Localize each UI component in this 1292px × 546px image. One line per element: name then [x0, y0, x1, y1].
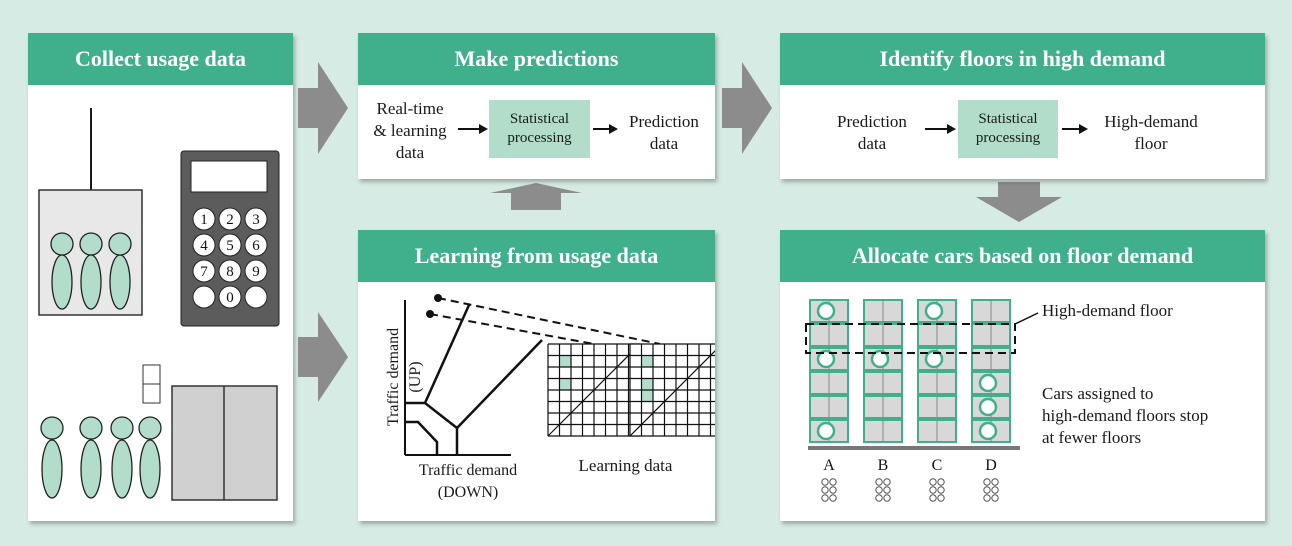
car-label: A	[823, 457, 835, 474]
passenger-group-car	[50, 232, 132, 310]
keypad-key-label: 4	[200, 238, 208, 254]
keypad-key: 7	[192, 259, 216, 283]
learning-grid-1	[547, 343, 641, 437]
arrow-learning-to-predict	[490, 183, 582, 210]
keypad-display	[190, 160, 268, 193]
predict-output-label: Prediction data	[629, 112, 699, 153]
learning-illustration	[404, 294, 715, 456]
car-stop-marker	[978, 373, 998, 393]
keypad-key	[192, 285, 216, 309]
identify-floors-title: Identify floors in high demand	[780, 33, 1265, 85]
keypad-key-label: 8	[226, 264, 234, 280]
arrow-collect-to-predict	[298, 62, 348, 154]
collect-usage-title: Collect usage data	[28, 33, 293, 85]
keypad-key-label: 3	[252, 212, 260, 228]
high-demand-highlight	[805, 323, 1016, 354]
keypad-key-label: 7	[200, 264, 208, 280]
car-label: D	[985, 457, 997, 474]
keypad-keys: 1 2 3 4 5 6 7 8 9 0	[192, 207, 268, 309]
car-stop-marker	[924, 301, 944, 321]
cars-assigned-note: Cars assigned to high-demand floors stop…	[1042, 384, 1209, 447]
elevator-shafts	[809, 299, 1011, 443]
identify-floors-panel: Identify floors in high demand Predictio…	[780, 33, 1265, 179]
car-stop-marker	[978, 397, 998, 417]
identify-processing-box: Statistical processing	[958, 100, 1058, 158]
identify-input-label: Prediction data	[837, 112, 907, 153]
keypad-key: 0	[218, 285, 242, 309]
high-demand-floor-label: High-demand floor	[1042, 301, 1173, 320]
allocate-cars-title: Allocate cars based on floor demand	[780, 230, 1265, 282]
learning-x-axis-label: Traffic demand (DOWN)	[418, 462, 518, 501]
car-stop-marker	[816, 421, 836, 441]
car-label: C	[932, 457, 943, 474]
region-boundaries	[405, 304, 543, 455]
learning-title: Learning from usage data	[358, 230, 715, 282]
car-stop-marker	[924, 349, 944, 369]
shaft-C	[917, 299, 957, 443]
car-stop-marker	[978, 421, 998, 441]
keypad-key-label: 5	[226, 238, 234, 254]
keypad-key: 5	[218, 233, 242, 257]
passenger-group-hall	[40, 416, 162, 499]
keypad-key: 2	[218, 207, 242, 231]
keypad-key: 3	[244, 207, 268, 231]
car-stop-marker	[816, 349, 836, 369]
waiting-group	[929, 478, 945, 502]
keypad-key-label: 1	[200, 212, 208, 228]
shaft-D	[971, 299, 1011, 443]
car-labels: A B C D	[823, 457, 997, 474]
waiting-passengers	[821, 478, 999, 502]
collect-illustration: 1 2 3 4 5 6 7 8 9 0	[38, 108, 280, 501]
learning-data-label: Learning data	[578, 456, 673, 475]
arrow-predict-to-identify	[722, 62, 772, 154]
make-predictions-title: Make predictions	[358, 33, 715, 85]
keypad-key: 8	[218, 259, 242, 283]
identify-output-label: High-demand floor	[1104, 112, 1198, 153]
leader-line-1	[437, 297, 661, 345]
car-label: B	[878, 457, 889, 474]
keypad-key	[244, 285, 268, 309]
arrow-collect-to-learning	[298, 312, 348, 402]
waiting-group	[983, 478, 999, 502]
predict-input-label: Real-time & learning data	[373, 99, 447, 162]
car-stop-marker	[870, 349, 890, 369]
predict-processing-box: Statistical processing	[489, 100, 590, 158]
shaft-B	[863, 299, 903, 443]
shaft-A	[809, 299, 849, 443]
predict-flow-arrows	[458, 124, 618, 134]
learning-y-axis-label: Traffic demand (UP)	[385, 327, 424, 427]
identify-flow-arrows	[925, 124, 1088, 134]
keypad-key: 6	[244, 233, 268, 257]
arrow-identify-to-allocate	[976, 182, 1062, 222]
keypad-key-label: 0	[226, 290, 234, 306]
waiting-group	[875, 478, 891, 502]
high-demand-pointer	[1014, 312, 1039, 325]
learning-grids	[547, 343, 715, 437]
leader-line-2	[429, 313, 595, 345]
keypad-key-label: 9	[252, 264, 260, 280]
waiting-group	[821, 478, 837, 502]
allocation-illustration: A B C D	[805, 299, 1039, 502]
learning-panel: Learning from usage data Traffic demand …	[358, 230, 715, 521]
keypad-key: 1	[192, 207, 216, 231]
car-stop-marker	[816, 301, 836, 321]
keypad-key: 4	[192, 233, 216, 257]
keypad-key: 9	[244, 259, 268, 283]
collect-usage-panel: Collect usage data 1 2 3 4 5 6 7 8 9 0	[28, 33, 293, 521]
make-predictions-panel: Make predictions Real-time & learning da…	[358, 33, 715, 179]
keypad-key-label: 6	[252, 238, 260, 254]
keypad-key-label: 2	[226, 212, 234, 228]
allocate-cars-panel: Allocate cars based on floor demand A B C D…	[780, 230, 1265, 521]
learning-grid-2	[629, 343, 715, 437]
